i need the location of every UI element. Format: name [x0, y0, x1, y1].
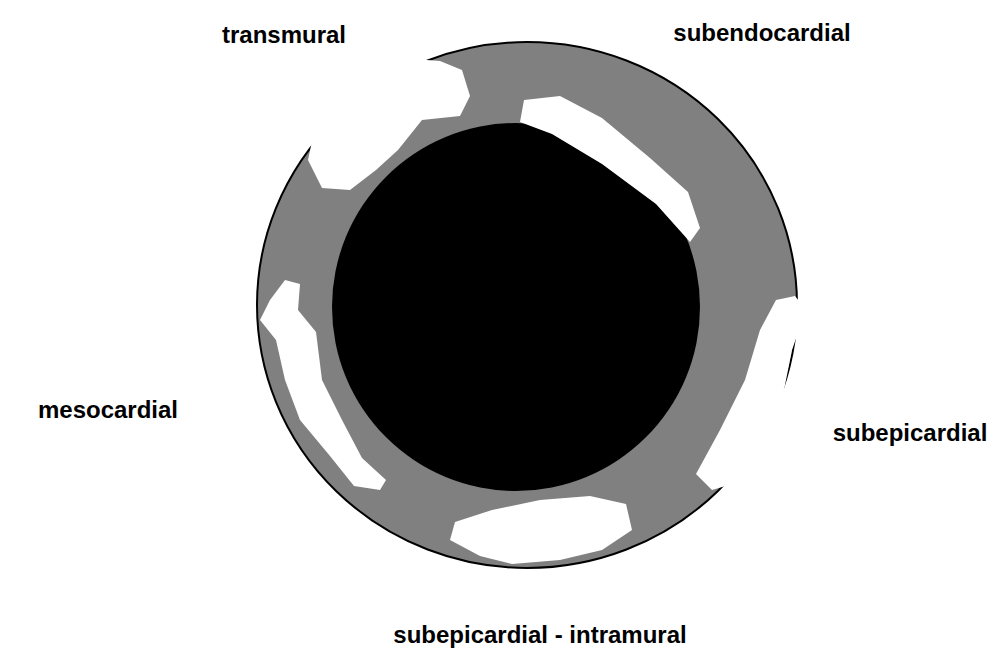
region-label: subendocardial [673, 20, 850, 46]
region-label: subepicardial - intramural [393, 622, 686, 648]
region-label: transmural [222, 22, 346, 48]
subendocardial-lesion [520, 96, 700, 242]
subepicardial-lesion [696, 296, 806, 490]
mesocardial-lesion [260, 280, 386, 490]
region-label: subepicardial [833, 420, 988, 446]
subepicardial-intramural-lesion [450, 496, 632, 564]
transmural-lesion [308, 58, 470, 190]
myocardial-wall [257, 42, 797, 568]
region-label: mesocardial [38, 397, 178, 423]
